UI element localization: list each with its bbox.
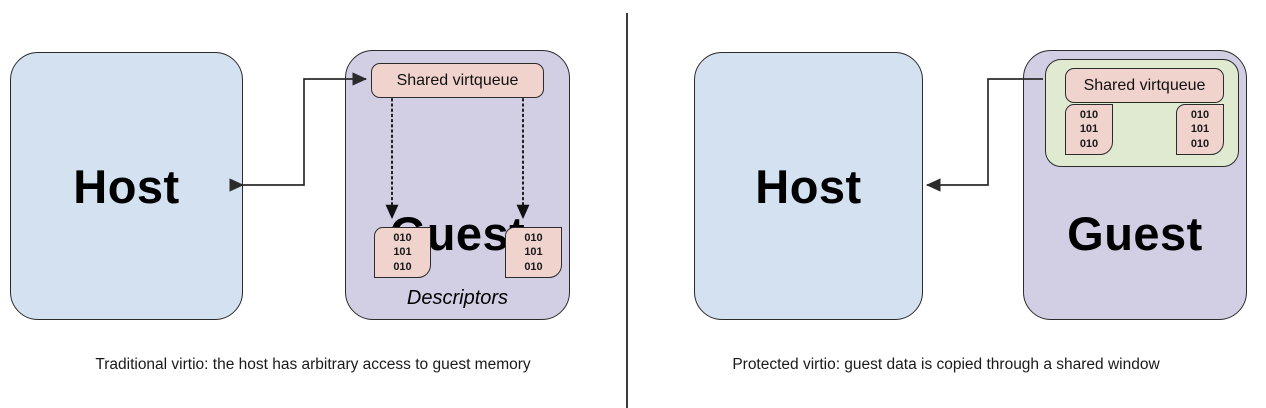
- descriptor-line: 101: [393, 246, 412, 259]
- descriptor-line: 010: [1079, 108, 1099, 121]
- caption-traditional: Traditional virtio: the host has arbitra…: [95, 356, 531, 373]
- guest-label: Guest: [1067, 207, 1203, 260]
- guest-box-traditional: Guest Shared virtqueue 010 101 010 010 1…: [345, 50, 570, 320]
- guest-box-protected: Guest Shared virtqueue 010 101 010 010 1…: [1023, 50, 1247, 320]
- descriptor-line: 101: [1190, 123, 1210, 136]
- descriptor-box: 010 101 010: [505, 227, 562, 278]
- descriptor-line: 010: [393, 260, 412, 273]
- descriptor-box: 010 101 010: [1176, 104, 1224, 155]
- host-box-traditional: Host: [10, 52, 243, 320]
- descriptor-line: 010: [393, 231, 412, 244]
- panel-traditional-virtio: Host Guest Shared virtqueue 010 101 010 …: [0, 0, 626, 408]
- descriptor-line: 010: [1079, 137, 1099, 150]
- caption-protected: Protected virtio: guest data is copied t…: [732, 356, 1160, 373]
- descriptor-line: 010: [1190, 137, 1210, 150]
- descriptor-line: 010: [524, 260, 543, 273]
- shared-virtqueue-label: Shared virtqueue: [1083, 76, 1206, 94]
- host-box-protected: Host: [694, 52, 923, 320]
- descriptor-line: 010: [1190, 108, 1210, 121]
- descriptor-line: 010: [524, 231, 543, 244]
- descriptor-box: 010 101 010: [374, 227, 431, 278]
- panel-protected-virtio: Host Guest Shared virtqueue 010 101 010 …: [626, 0, 1266, 408]
- descriptor-box: 010 101 010: [1065, 104, 1113, 155]
- shared-virtqueue-label: Shared virtqueue: [396, 71, 519, 89]
- descriptors-caption: Descriptors: [406, 287, 509, 309]
- shared-window-box: Shared virtqueue 010 101 010 010 101 010: [1045, 59, 1239, 167]
- panel-divider: [626, 13, 628, 408]
- descriptor-line: 101: [1079, 123, 1099, 136]
- host-label: Host: [73, 159, 180, 213]
- shared-virtqueue-box: Shared virtqueue: [371, 63, 544, 98]
- shared-virtqueue-box: Shared virtqueue: [1065, 68, 1224, 103]
- host-label: Host: [755, 159, 862, 213]
- descriptor-line: 101: [524, 246, 543, 259]
